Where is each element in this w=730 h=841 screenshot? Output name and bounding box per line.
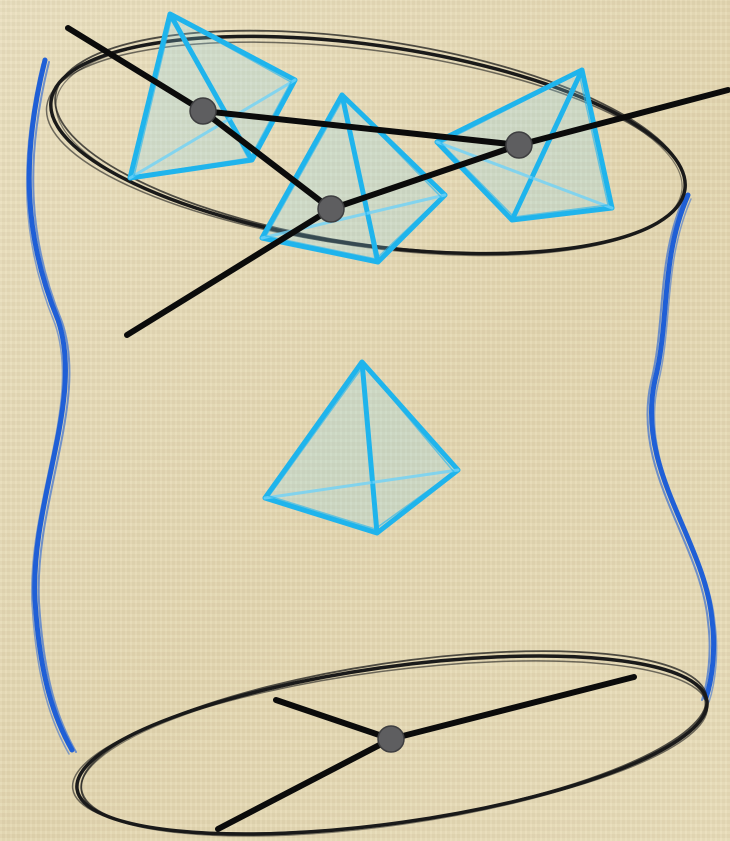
tetrahedron bbox=[265, 362, 458, 533]
side-curve-left bbox=[27, 60, 76, 754]
node bbox=[190, 98, 216, 124]
node bbox=[318, 196, 344, 222]
side-curve-right bbox=[647, 195, 716, 702]
bottom-nodes bbox=[378, 726, 404, 752]
bottom-edges bbox=[218, 677, 634, 829]
node bbox=[378, 726, 404, 752]
node bbox=[506, 132, 532, 158]
